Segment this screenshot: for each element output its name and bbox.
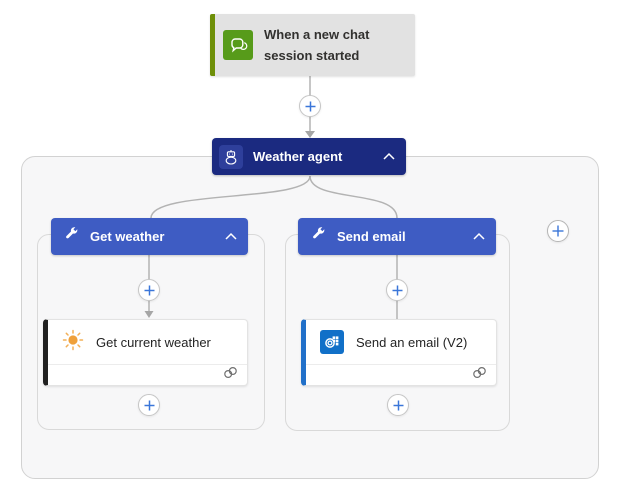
linked-rings-icon[interactable]: [223, 366, 238, 384]
trigger-card[interactable]: When a new chat session started: [210, 14, 415, 76]
linked-rings-icon[interactable]: [472, 366, 487, 384]
action-title: Get current weather: [96, 334, 211, 350]
action-title: Send an email (V2): [356, 334, 468, 350]
wrench-icon: [310, 226, 326, 247]
trigger-title: When a new chat session started: [264, 27, 370, 63]
action-card-footer: [306, 364, 496, 385]
sun-icon: [62, 329, 84, 356]
action-card-send-an-email-v2[interactable]: Send an email (V2): [301, 319, 497, 386]
add-action-button-send-email-branch[interactable]: [387, 394, 409, 416]
insert-step-button-send-email-branch[interactable]: [386, 279, 408, 301]
tool-header-send-email[interactable]: Send email: [298, 218, 496, 255]
chevron-up-icon[interactable]: [224, 232, 238, 241]
chevron-up-icon[interactable]: [472, 232, 486, 241]
arrowhead-into-agent: [305, 131, 315, 138]
insert-step-button-after-trigger[interactable]: [299, 95, 321, 117]
tool-header-label: Send email: [337, 229, 406, 244]
insert-step-button-get-weather-branch[interactable]: [138, 279, 160, 301]
agent-label: Weather agent: [253, 149, 343, 164]
robot-icon: [219, 144, 243, 169]
wrench-icon: [63, 226, 79, 247]
chat-bubbles-icon: [223, 30, 253, 60]
outlook-icon: [320, 330, 344, 354]
action-card-get-current-weather[interactable]: Get current weather: [43, 319, 248, 386]
add-action-button-get-weather-branch[interactable]: [138, 394, 160, 416]
agent-card[interactable]: Weather agent: [212, 138, 406, 175]
add-branch-button[interactable]: [547, 220, 569, 242]
tool-header-label: Get weather: [90, 229, 165, 244]
chevron-up-icon[interactable]: [382, 152, 396, 161]
tool-header-get-weather[interactable]: Get weather: [51, 218, 248, 255]
action-card-footer: [48, 364, 247, 385]
